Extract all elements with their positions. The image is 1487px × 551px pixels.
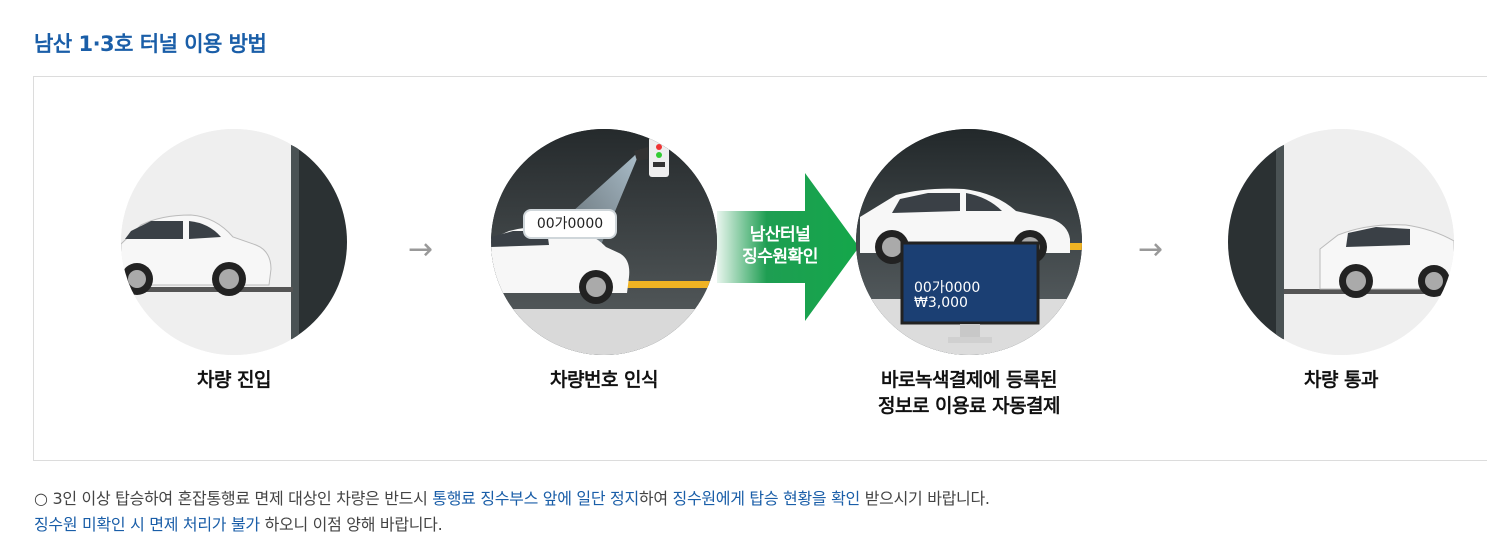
- vehicle-entry-illustration: [121, 129, 347, 355]
- monitor-plate-number: 00가0000: [914, 280, 981, 296]
- monitor-fee: ₩3,000: [914, 295, 968, 311]
- plate-recognition-illustration: 00가0000: [491, 129, 717, 355]
- arrow-right-icon: →: [1138, 232, 1164, 267]
- notice-line1: ○ 3인 이상 탑승하여 혼잡통행료 면제 대상인 차량은 반드시 통행료 징수…: [34, 486, 990, 512]
- notice-highlight: 통행료 징수부스 앞에 일단 정지: [432, 489, 639, 508]
- notice-text: 하오니 이점 양해 바랍니다.: [259, 515, 443, 534]
- step-label: 차량 진입: [196, 369, 272, 391]
- step-auto-payment: 00가0000 ₩3,000 바로녹색결제에 등록된 정보로 이용료 자동결제: [854, 129, 1084, 419]
- plate-number-bubble: 00가0000: [523, 209, 617, 239]
- notice-line2: 징수원 미확인 시 면제 처리가 불가 하오니 이점 양해 바랍니다.: [34, 512, 990, 538]
- arrow-right-icon: →: [408, 232, 434, 267]
- notice-text: 3인 이상 탑승하여 혼잡통행료 면제 대상인 차량은 반드시: [47, 489, 433, 508]
- step-vehicle-pass: 차량 통과: [1226, 129, 1456, 393]
- notice-highlight: 징수원에게 탑승 현황을 확인: [672, 489, 861, 508]
- step-label: 차량 통과: [1303, 369, 1379, 391]
- toll-collector-check-arrow: [717, 173, 859, 321]
- vehicle-pass-illustration: [1228, 129, 1454, 355]
- notice-text: 하여: [638, 489, 673, 508]
- notice-text: 받으시기 바랍니다.: [859, 489, 990, 508]
- step-label: 차량번호 인식: [550, 369, 659, 391]
- step-label-line2: 정보로 이용료 자동결제: [877, 395, 1061, 417]
- exemption-notice: ○ 3인 이상 탑승하여 혼잡통행료 면제 대상인 차량은 반드시 통행료 징수…: [34, 486, 990, 538]
- step-vehicle-entry: 차량 진입: [119, 129, 349, 393]
- step-label-line1: 바로녹색결제에 등록된: [881, 369, 1057, 391]
- green-arrow-line2: 징수원확인: [742, 247, 818, 267]
- green-arrow-label: 남산터널 징수원확인: [724, 224, 836, 268]
- step-plate-recognition: 00가0000 차량번호 인식: [489, 129, 719, 393]
- usage-steps-panel: 차량 진입 →: [33, 76, 1487, 461]
- notice-highlight: 징수원 미확인 시 면제 처리가 불가: [34, 515, 260, 534]
- notice-bullet: ○: [34, 489, 48, 508]
- green-arrow-line1: 남산터널: [749, 225, 811, 245]
- auto-payment-illustration: 00가0000 ₩3,000: [856, 129, 1082, 355]
- step-label: 바로녹색결제에 등록된 정보로 이용료 자동결제: [854, 367, 1084, 419]
- page-title: 남산 1·3호 터널 이용 방법: [34, 32, 267, 56]
